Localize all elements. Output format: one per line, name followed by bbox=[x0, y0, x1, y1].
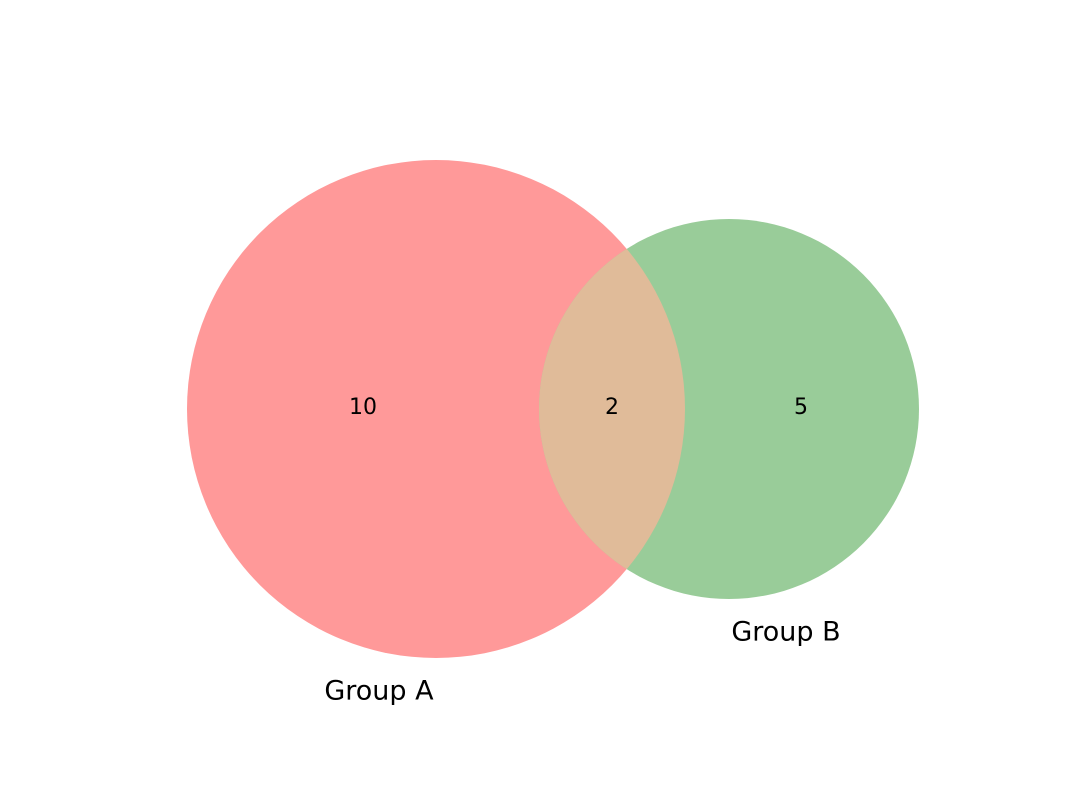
intersection-count: 2 bbox=[605, 395, 619, 420]
group-b-label: Group B bbox=[731, 617, 840, 648]
group-a-label: Group A bbox=[324, 676, 434, 707]
group-a-only-count: 10 bbox=[349, 395, 377, 420]
group-a-circle bbox=[187, 160, 685, 658]
group-b-only-count: 5 bbox=[794, 395, 808, 420]
